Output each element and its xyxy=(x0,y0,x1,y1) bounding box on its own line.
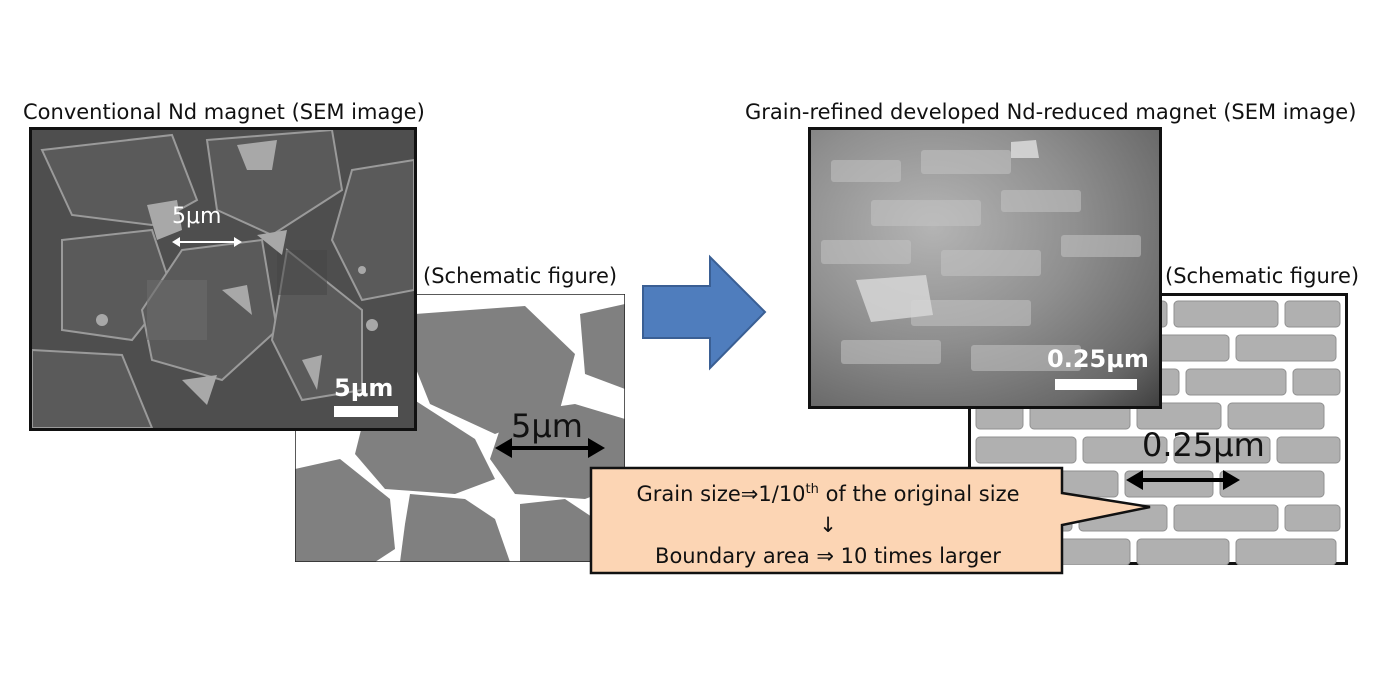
brick-grain xyxy=(1276,436,1341,464)
left-sem-image: 5μm 5μm xyxy=(29,127,417,431)
brick-grain xyxy=(1136,402,1222,430)
brick-grain xyxy=(1124,470,1214,498)
sem-scale-bar xyxy=(1055,379,1137,390)
brick-grain xyxy=(1173,300,1279,328)
sem-small-scale-label: 5μm xyxy=(172,204,222,229)
callout-line-3: Boundary area ⇒ 10 times larger xyxy=(655,544,1001,568)
sem-scale-label: 5μm xyxy=(334,374,394,402)
left-sem-caption: Conventional Nd magnet (SEM image) xyxy=(23,100,425,124)
brick-grain xyxy=(1082,436,1168,464)
right-schematic-caption: (Schematic figure) xyxy=(1165,264,1360,288)
callout-line-2: ↓ xyxy=(819,513,837,537)
brick-grain xyxy=(1235,334,1337,362)
sem-scale-label: 0.25μm xyxy=(1047,345,1149,373)
left-schematic-caption: (Schematic figure) xyxy=(423,264,618,288)
brick-grain xyxy=(1185,368,1287,396)
small-scale-arrow-icon xyxy=(172,237,242,247)
left-schematic-scale-label: 5μm xyxy=(511,407,583,445)
left-schematic-figure xyxy=(295,294,625,562)
brick-grain xyxy=(1219,470,1325,498)
right-arrow-icon xyxy=(642,254,767,371)
right-sem-caption: Grain-refined developed Nd-reduced magne… xyxy=(745,100,1357,124)
brick-grain xyxy=(1284,504,1341,532)
brick-grain xyxy=(1173,504,1279,532)
brick-grain xyxy=(1284,300,1341,328)
grain xyxy=(410,306,575,434)
callout-text: Grain size⇒1/10th of the original size ↓… xyxy=(592,474,1064,572)
brick-grain xyxy=(975,436,1077,464)
grain xyxy=(400,494,510,562)
callout-line-1: Grain size⇒1/10th of the original size xyxy=(636,482,1020,506)
grain xyxy=(580,304,625,389)
grain xyxy=(295,459,395,562)
double-arrow-icon xyxy=(1126,470,1240,490)
brick-grain xyxy=(1235,538,1337,565)
brick-grain xyxy=(1227,402,1325,430)
double-arrow-icon xyxy=(495,438,605,458)
brick-grain xyxy=(1292,368,1341,396)
sem-scale-bar xyxy=(334,406,398,417)
brick-grain xyxy=(1136,538,1230,565)
right-sem-image: 0.25μm xyxy=(808,127,1162,409)
right-schematic-scale-label: 0.25μm xyxy=(1142,426,1265,464)
grain xyxy=(520,499,595,562)
brick-grain xyxy=(1173,436,1271,464)
callout-box xyxy=(589,466,1151,575)
